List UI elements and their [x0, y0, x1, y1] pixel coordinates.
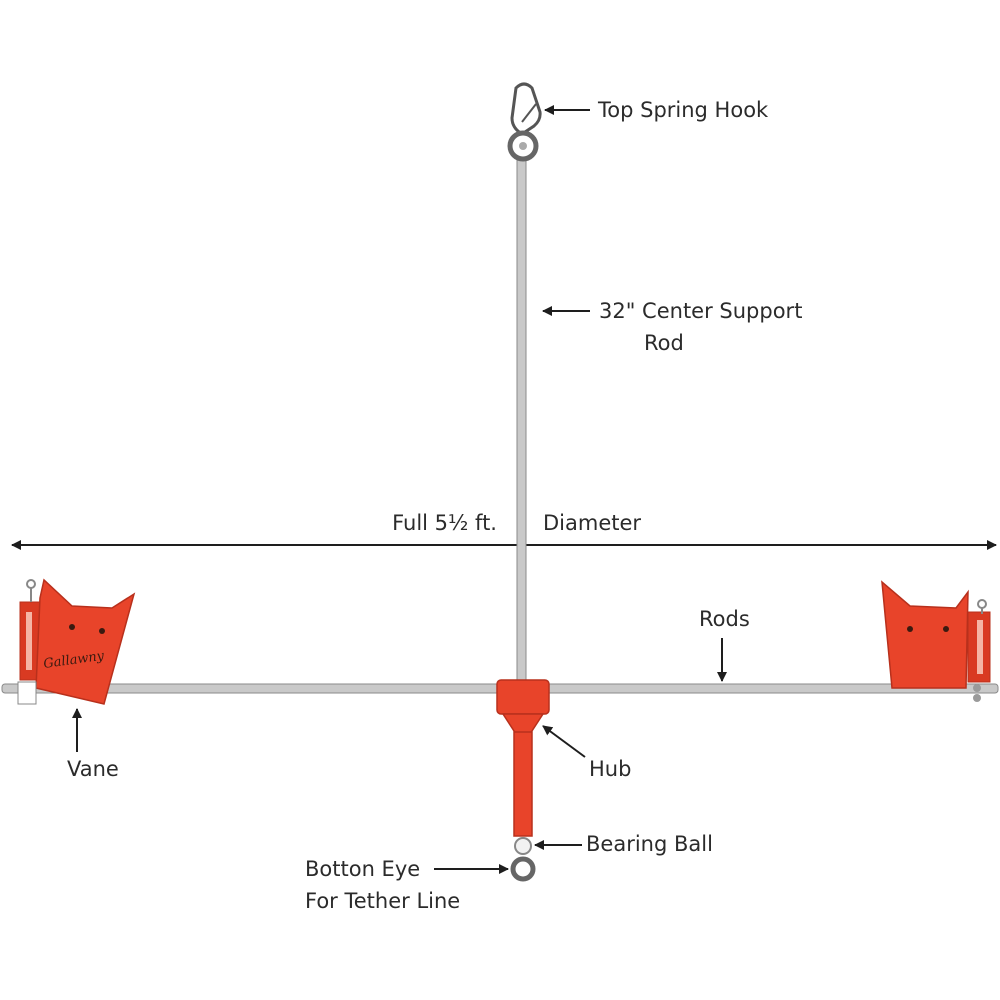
- center-support-rod: [516, 157, 527, 687]
- label-bearing-ball: Bearing Ball: [586, 832, 713, 856]
- label-bottom-eye-line1: Botton Eye: [305, 857, 420, 881]
- label-center-rod-line2: Rod: [644, 331, 684, 355]
- label-top-spring-hook: Top Spring Hook: [597, 98, 769, 122]
- spring-hook-icon: [507, 82, 542, 162]
- left-vane: Gallawny: [17, 578, 136, 705]
- label-diameter-left: Full 5½ ft.: [392, 511, 497, 535]
- label-diameter-right: Diameter: [543, 511, 641, 535]
- label-bottom-eye-line2: For Tether Line: [305, 889, 460, 913]
- bearing-ball-icon: [514, 837, 532, 855]
- label-hub: Hub: [589, 757, 631, 781]
- right-vane: [881, 580, 991, 702]
- label-rods: Rods: [699, 607, 750, 631]
- label-vane: Vane: [67, 757, 119, 781]
- arrow-icon: [542, 725, 586, 758]
- eye-ring-icon: [510, 856, 536, 882]
- label-center-rod-line1: 32" Center Support: [599, 299, 802, 323]
- hub: [496, 679, 550, 837]
